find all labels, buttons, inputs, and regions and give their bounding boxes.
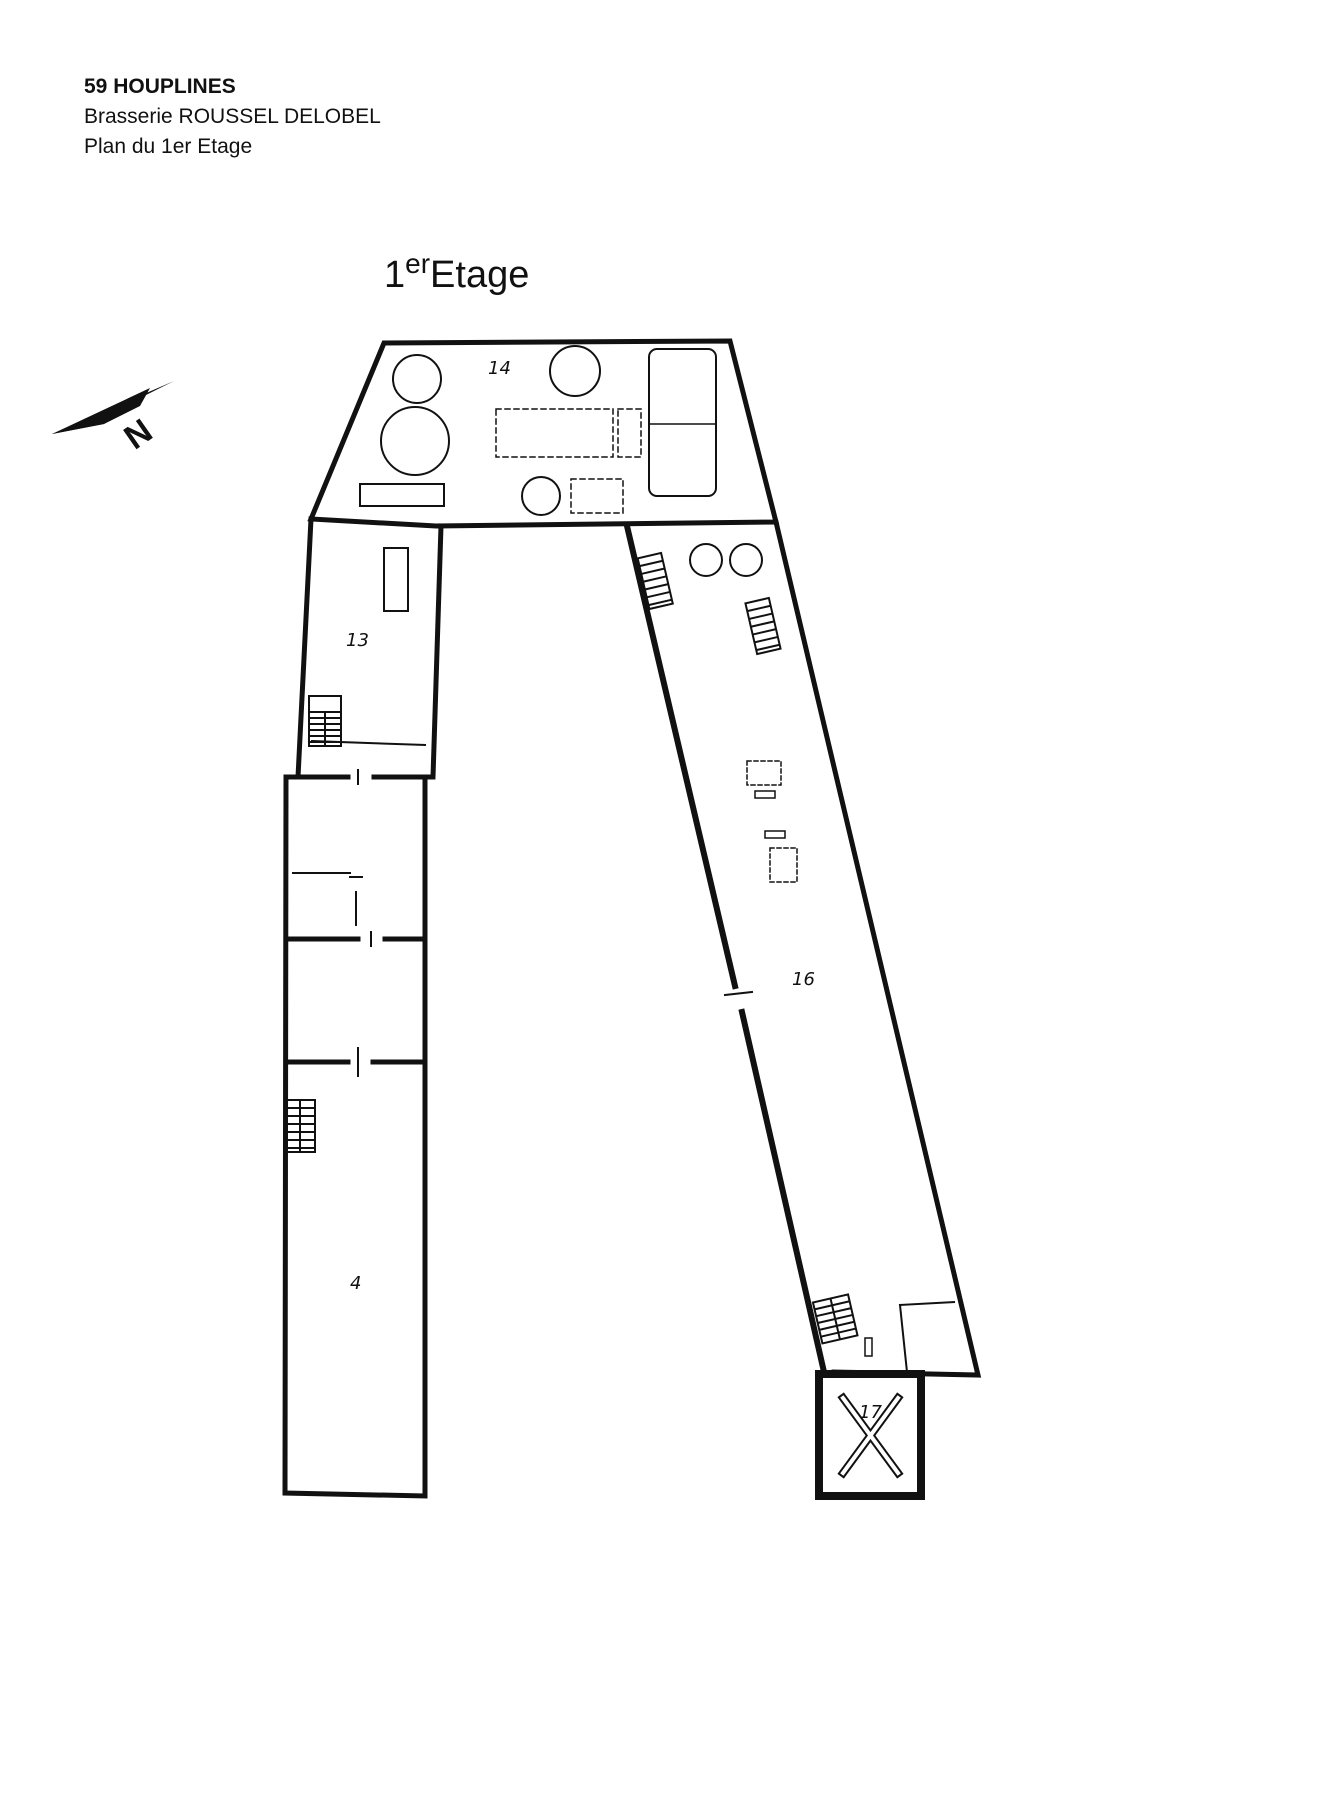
plan-subtitle: Plan du 1er Etage xyxy=(84,135,253,158)
room-16-outline xyxy=(623,522,739,990)
stair-icon xyxy=(285,1099,316,1153)
building-name: Brasserie ROUSSEL DELOBEL xyxy=(84,105,381,128)
floor-ordinal-suffix: er xyxy=(405,248,431,279)
north-letter: N xyxy=(117,412,159,457)
stair-icon xyxy=(744,596,782,656)
north-arrow-icon: N xyxy=(52,381,174,457)
floor-number: 1 xyxy=(384,254,406,296)
room-17-label: 17 xyxy=(859,1402,882,1423)
floor-title: 1erEtage xyxy=(384,240,529,299)
room-4-label: 4 xyxy=(350,1273,361,1294)
room-14-label: 14 xyxy=(488,358,511,379)
location-title: 59 HOUPLINES xyxy=(84,75,236,98)
stair-icon xyxy=(636,551,674,611)
room-16-label: 16 xyxy=(792,969,815,990)
room-14-outline xyxy=(307,338,780,529)
document-header: 59 HOUPLINES Brasserie ROUSSEL DELOBEL P… xyxy=(84,72,381,162)
room-13-label: 13 xyxy=(346,630,369,651)
stair-icon xyxy=(308,695,342,747)
stair-icon xyxy=(811,1293,859,1345)
floor-word: Etage xyxy=(430,254,530,296)
room-17-outline xyxy=(815,1370,925,1500)
left-wing-outline xyxy=(282,516,444,1499)
